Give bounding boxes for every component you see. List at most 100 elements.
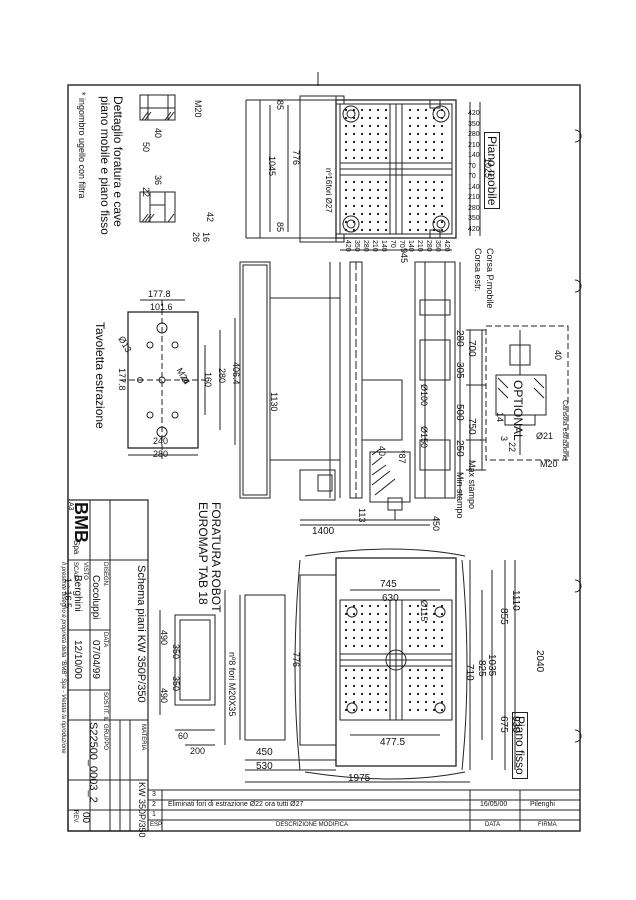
dim-26: 26: [191, 232, 201, 243]
plate-hole-dot: [376, 636, 380, 640]
plate-hole-dot: [368, 700, 372, 704]
dim-776: 776: [291, 150, 301, 166]
plate-hole-dot: [416, 116, 420, 120]
plate-hole-dot: [368, 684, 372, 688]
dim-85-bottom: 85: [275, 222, 285, 233]
plate-hole-dot: [344, 180, 348, 184]
plate-hole-dot: [432, 628, 436, 632]
plate-hole-dot: [416, 604, 420, 608]
plate-hole-dot: [408, 148, 412, 152]
plate-hole-dot: [408, 684, 412, 688]
plate-hole-dot: [384, 188, 388, 192]
plate-hole-dot: [344, 140, 348, 144]
plate-hole-dot: [424, 668, 428, 672]
dim-477-5: 477.5: [380, 737, 406, 748]
plate-hole-dot: [416, 140, 420, 144]
plate-hole-dot: [416, 108, 420, 112]
model-label: KW 350P/350: [137, 782, 147, 838]
plate-hole-dot: [416, 196, 420, 200]
dim-945: 945: [399, 248, 409, 264]
plate-hole-dot: [368, 116, 372, 120]
mobile-row-dim: 70: [468, 173, 476, 180]
detail-title: Dettaglio foratura e cave piano mobile e…: [98, 96, 125, 235]
drawing-date: 07/04/99: [90, 640, 101, 679]
plate-hole-dot: [352, 220, 356, 224]
plate-hole-dot: [408, 228, 412, 232]
dim-22-optional: 22: [507, 442, 517, 453]
plate-hole-dot: [376, 612, 380, 616]
plate-hole-dot: [416, 612, 420, 616]
plate-hole-dot: [408, 132, 412, 136]
dim-1045: 1045: [267, 156, 277, 177]
plate-hole-dot: [384, 604, 388, 608]
plate-hole-dot: [384, 708, 388, 712]
plate-hole-dot: [432, 132, 436, 136]
mobile-col-dim: 350: [353, 240, 360, 252]
sostit-label: SOSTIT. IL: [102, 692, 108, 722]
dim-630: 630: [382, 593, 399, 604]
plate-hole-dot: [384, 220, 388, 224]
min-stampo-label: Min stampo: [455, 472, 465, 519]
plate-hole-dot: [384, 140, 388, 144]
rev-label: REV.: [72, 810, 78, 824]
dim-240: 240: [153, 436, 169, 446]
plate-hole-dot: [344, 220, 348, 224]
dim-490-bottom: 490: [159, 688, 169, 704]
dim-1400: 1400: [312, 526, 335, 537]
mobile-col-dim: 70: [398, 240, 405, 248]
plate-hole-dot: [376, 708, 380, 712]
plate-hole-dot: [440, 196, 444, 200]
plate-hole-dot: [432, 220, 436, 224]
plate-hole-dot: [432, 188, 436, 192]
corsa-estr-label: Corsa estr.: [473, 248, 483, 292]
plate-hole-dot: [416, 700, 420, 704]
mobile-col-dim: 350: [434, 240, 441, 252]
plate-hole-dot: [352, 196, 356, 200]
plate-hole-dot: [416, 228, 420, 232]
plate-hole-dot: [384, 132, 388, 136]
dim-280-stroke: 280: [454, 330, 465, 347]
plate-hole-dot: [344, 156, 348, 160]
mobile-col-dim: 210: [371, 240, 378, 252]
plate-hole-dot: [432, 620, 436, 624]
plate-hole-dot: [352, 124, 356, 128]
plate-hole-dot: [432, 116, 436, 120]
rev-row-2-firma: Pilenghi: [530, 801, 555, 808]
plate-hole-dot: [368, 156, 372, 160]
mobile-row-dim: 420: [468, 225, 480, 233]
plate-hole-dot: [352, 132, 356, 136]
mobile-col-dim: 280: [362, 240, 369, 252]
plate-hole-dot: [440, 620, 444, 624]
plate-hole-dot: [440, 212, 444, 216]
plate-hole-dot: [424, 604, 428, 608]
plate-hole-dot: [344, 148, 348, 152]
rev-header-firma: FIRMA: [538, 822, 557, 828]
plate-hole-dot: [408, 204, 412, 208]
plate-hole-dot: [376, 204, 380, 208]
plate-hole-dot: [432, 700, 436, 704]
plate-hole-dot: [344, 604, 348, 608]
dim-750: 750: [466, 418, 477, 435]
plate-hole-dot: [376, 132, 380, 136]
plate-hole-dot: [424, 204, 428, 208]
plate-hole-dot: [352, 204, 356, 208]
plate-hole-dot: [352, 116, 356, 120]
plate-hole-dot: [344, 612, 348, 616]
plate-hole-dot: [352, 156, 356, 160]
plate-hole-dot: [360, 188, 364, 192]
plate-hole-dot: [432, 636, 436, 640]
plate-hole-dot: [408, 708, 412, 712]
plate-hole-dot: [360, 148, 364, 152]
plate-hole-dot: [408, 220, 412, 224]
rev-header-esp: ESP.: [150, 822, 163, 828]
plate-hole-dot: [424, 148, 428, 152]
mobile-row-dim: 70: [468, 162, 476, 170]
dim-113: 113: [357, 508, 367, 523]
plate-hole-dot: [384, 228, 388, 232]
plate-hole-dot: [424, 700, 428, 704]
plate-hole-dot: [376, 196, 380, 200]
plate-hole-dot: [344, 628, 348, 632]
plate-hole-dot: [432, 644, 436, 648]
plate-hole-dot: [432, 108, 436, 112]
plate-hole-dot: [360, 132, 364, 136]
